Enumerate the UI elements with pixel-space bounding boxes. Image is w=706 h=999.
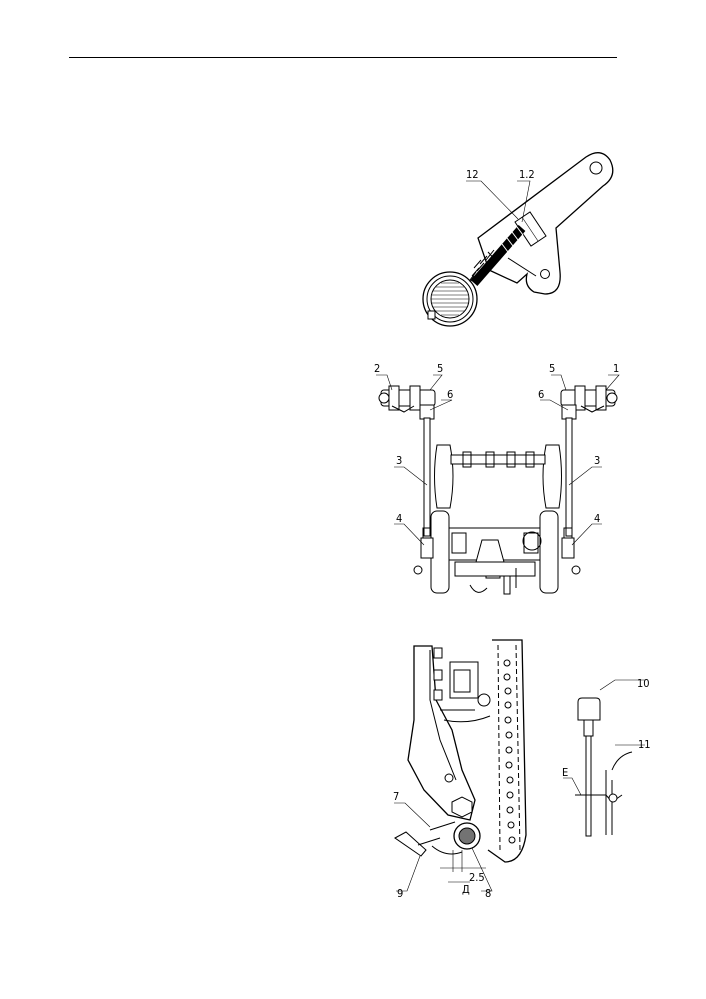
roller	[422, 271, 478, 327]
callout-11: 11	[638, 738, 651, 751]
marker-e: E	[562, 766, 568, 779]
callout-10: 10	[637, 677, 650, 690]
threaded-rod	[469, 225, 526, 286]
marker-d: Д	[462, 883, 470, 896]
callout-2: 2	[374, 362, 380, 375]
callout-5-right: 5	[549, 362, 555, 375]
callout-1-2: 1.2	[519, 168, 535, 181]
callout-5-left: 5	[437, 362, 443, 375]
callout-12: 12	[466, 168, 479, 181]
callout-4-left: 4	[396, 512, 402, 525]
right-top-bracket	[560, 385, 618, 420]
callout-7: 7	[393, 790, 399, 803]
rod-detail: 10 11 E	[562, 677, 651, 837]
header-rule	[69, 57, 617, 58]
callout-3-right: 3	[594, 454, 600, 467]
callout-9: 9	[397, 887, 403, 900]
callout-8: 8	[485, 887, 491, 900]
bottom-detail: 2.5 Д 7 9 8 10 11	[393, 639, 651, 900]
callout-6-left: 6	[447, 388, 453, 401]
top-detail: 12 1.2	[422, 152, 614, 327]
callout-6-right: 6	[538, 388, 544, 401]
callout-1: 1	[613, 362, 619, 375]
left-top-bracket	[378, 385, 436, 420]
callout-3-left: 3	[396, 454, 402, 467]
middle-assembly: 2 5 6 3 4 5 1 6 3 4	[374, 362, 620, 595]
callout-4-right: 4	[594, 512, 600, 525]
dimension-2-5: 2.5	[469, 871, 485, 884]
column-holes	[503, 659, 516, 844]
